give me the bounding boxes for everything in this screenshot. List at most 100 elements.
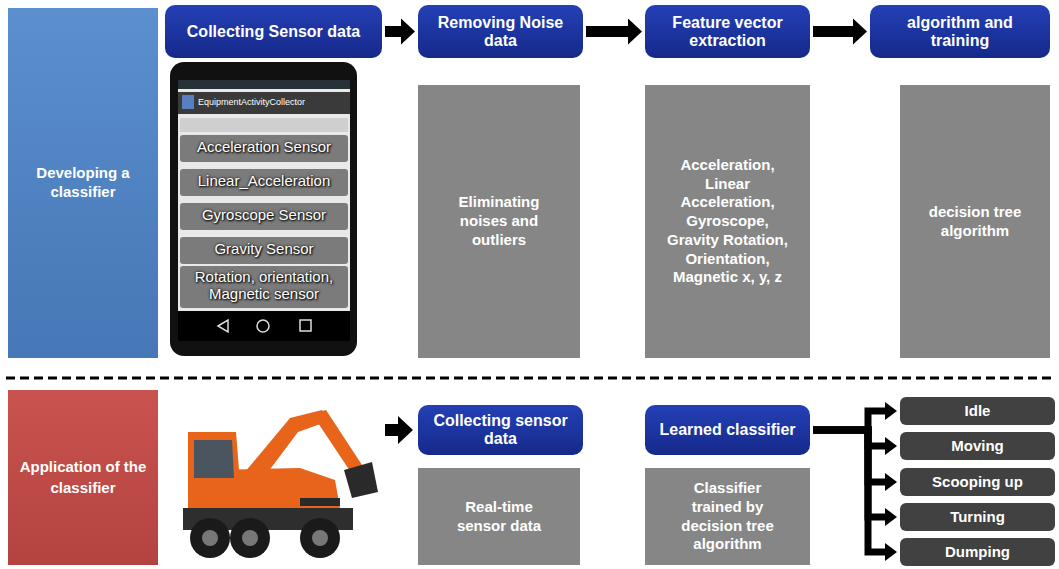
wheel-hub	[242, 530, 258, 546]
text-group: Eliminating noises and outliers	[440, 193, 558, 249]
home-icon	[257, 320, 269, 332]
node-text: Idle	[965, 403, 991, 420]
arrow-head	[885, 402, 897, 420]
arrow-head	[885, 543, 897, 561]
app-bar	[178, 92, 350, 114]
node-text: decision tree algorithm	[922, 203, 1028, 241]
arrow-shaft	[813, 430, 885, 482]
text-group: Developing a classifier	[18, 164, 148, 202]
sensor-label: Linear_Acceleration	[176, 172, 352, 189]
arrow-shaft	[813, 430, 885, 552]
section-band: Developing a classifier	[8, 8, 158, 358]
phone-body	[170, 62, 357, 356]
cab	[188, 432, 242, 508]
node-text: Removing Noise data	[426, 14, 575, 50]
node-text: Dumping	[945, 544, 1010, 561]
arrow-head	[885, 508, 897, 526]
excavator-illustration	[183, 410, 378, 558]
node-text: Collecting sensor data	[426, 412, 575, 448]
node-text: Turning	[950, 509, 1005, 526]
back-icon	[218, 320, 228, 332]
text-group: decision tree algorithm	[922, 203, 1028, 241]
node-text: Real-time sensor data	[440, 498, 558, 536]
text-group: Acceleration, Linear Acceleration, Gyros…	[667, 156, 788, 287]
step-header: Removing Noise data	[418, 5, 583, 58]
flow-arrow	[586, 19, 642, 45]
node-text: Moving	[951, 438, 1004, 455]
output-class: Dumping	[900, 538, 1055, 566]
flow-arrow	[813, 430, 897, 455]
flow-arrow	[385, 19, 415, 45]
arrow-head	[885, 437, 897, 455]
arrow-head	[628, 19, 642, 45]
text-group: Removing Noise data	[426, 14, 575, 50]
step-body: Classifier trained by decision tree algo…	[645, 468, 810, 565]
text-group: Classifier trained by decision tree algo…	[667, 479, 788, 554]
node-text: Acceleration, Linear Acceleration, Gyros…	[667, 156, 788, 287]
node-text: algorithm and training	[878, 14, 1042, 50]
wheel	[230, 518, 270, 558]
step-body: decision tree algorithm	[900, 85, 1050, 358]
node-text: Developing a classifier	[18, 164, 148, 202]
flow-arrow	[813, 19, 867, 45]
counterweight	[300, 498, 340, 506]
text-group: Turning	[950, 509, 1005, 526]
section-band: Application of the classifier	[8, 390, 158, 565]
flow-arrow	[813, 430, 897, 491]
sensor-label: Gyroscope Sensor	[176, 206, 352, 223]
flow-arrow	[385, 416, 413, 444]
arrow-head	[853, 19, 867, 45]
arrow-shaft	[813, 26, 853, 37]
step-header: algorithm and training	[870, 5, 1050, 58]
text-group: Dumping	[945, 544, 1010, 561]
output-class: Moving	[900, 432, 1055, 460]
output-class: Idle	[900, 397, 1055, 425]
node-text: Learned classifier	[659, 421, 795, 439]
text-group: Application of the classifier	[18, 457, 148, 498]
app-icon	[182, 95, 194, 109]
node-text: Application of the classifier	[18, 457, 148, 498]
node-text: Feature vector extraction	[653, 14, 802, 50]
nav-bar	[178, 311, 350, 341]
step-body: Acceleration, Linear Acceleration, Gyros…	[645, 85, 810, 358]
node-text: Collecting Sensor data	[187, 23, 360, 41]
text-group: Feature vector extraction	[653, 14, 802, 50]
wheel	[300, 518, 340, 558]
phone-illustration	[170, 62, 357, 356]
text-group: Moving	[951, 438, 1004, 455]
status-bar	[178, 80, 350, 89]
text-group: Collecting sensor data	[426, 412, 575, 448]
wheel-hub	[312, 530, 328, 546]
divider-line	[6, 377, 1055, 380]
wheel	[190, 518, 230, 558]
boom	[240, 410, 326, 488]
step-header: Feature vector extraction	[645, 5, 810, 58]
step-body: Eliminating noises and outliers	[418, 85, 580, 358]
text-group: Idle	[965, 403, 991, 420]
sensor-label: Rotation, orientation, Magnetic sensor	[176, 268, 352, 303]
arm	[312, 410, 364, 474]
arrow-shaft	[586, 26, 628, 37]
screen-row	[180, 118, 348, 132]
step-body: Real-time sensor data	[418, 468, 580, 565]
node-text: Scooping up	[932, 474, 1023, 491]
sensor-label: Acceleration Sensor	[176, 138, 352, 155]
sensor-label: Gravity Sensor	[176, 240, 352, 257]
arrow-shaft	[813, 430, 885, 517]
arrow-head	[401, 19, 415, 45]
text-group: algorithm and training	[878, 14, 1042, 50]
flow-arrow	[813, 430, 897, 526]
step-header: Learned classifier	[645, 405, 810, 455]
bucket	[344, 462, 378, 498]
arrow-shaft	[385, 26, 401, 37]
app-title: EquipmentActivityCollector	[198, 97, 348, 107]
flow-arrow	[813, 430, 897, 561]
step-header: Collecting sensor data	[418, 405, 583, 455]
wheel-hub	[202, 530, 218, 546]
text-group: Collecting Sensor data	[187, 23, 360, 41]
node-text: Eliminating noises and outliers	[440, 193, 558, 249]
arrow-head	[885, 473, 897, 491]
text-group: Real-time sensor data	[440, 498, 558, 536]
flow-arrow	[813, 402, 897, 430]
